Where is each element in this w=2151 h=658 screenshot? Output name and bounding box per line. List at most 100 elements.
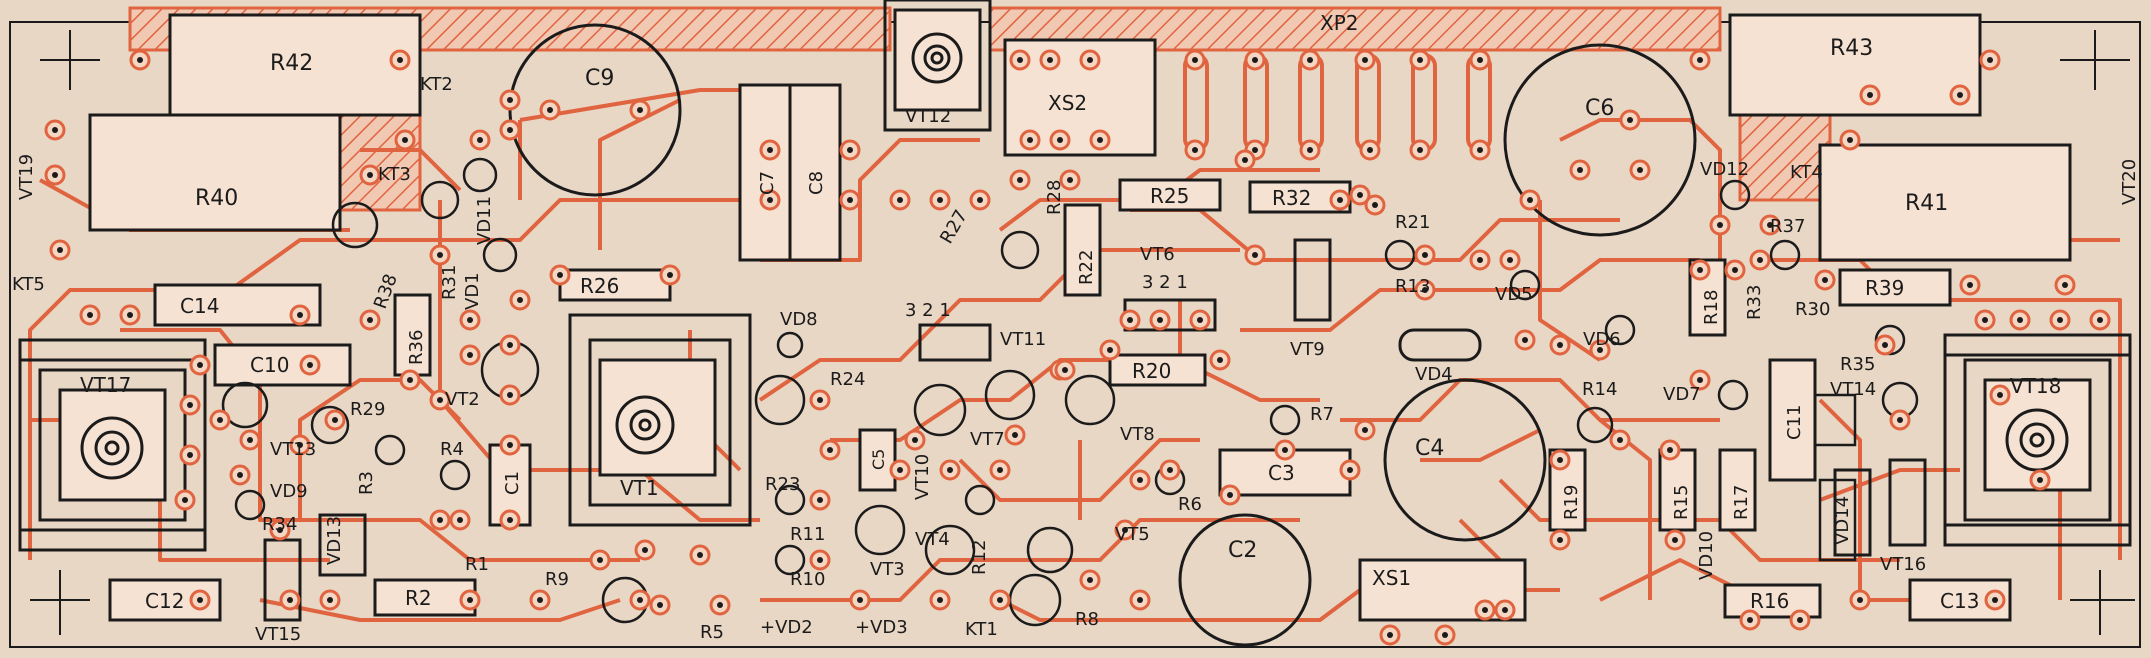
label-r22: R22 xyxy=(1076,250,1097,285)
r43-body xyxy=(1728,13,1982,117)
label-c6: C6 xyxy=(1585,96,1614,121)
label-r35: R35 xyxy=(1840,354,1875,375)
label-r29: R29 xyxy=(350,399,385,420)
label-r26: R26 xyxy=(580,274,619,298)
label-r33: R33 xyxy=(1744,285,1765,320)
label-vd10: VD10 xyxy=(1696,531,1717,580)
label-c11: C11 xyxy=(1784,405,1805,440)
label-vd4: VD4 xyxy=(1415,364,1453,385)
label-r17: R17 xyxy=(1731,485,1752,520)
c2-body xyxy=(1178,513,1312,647)
label-xs1: XS1 xyxy=(1372,566,1411,590)
label-vt18: VT18 xyxy=(2010,374,2061,398)
label-r4: R4 xyxy=(440,439,464,460)
label-vt15: VT15 xyxy=(255,624,301,645)
label-r34: R34 xyxy=(262,514,297,535)
label-r31: R31 xyxy=(439,265,460,300)
label-r12: R12 xyxy=(969,540,990,575)
label-vd6: VD6 xyxy=(1583,329,1621,350)
label-vd13: VD13 xyxy=(324,516,345,565)
label-vd11: VD11 xyxy=(474,196,495,245)
r2-body xyxy=(373,578,477,617)
label-c2: C2 xyxy=(1228,538,1257,563)
label-r18: R18 xyxy=(1701,290,1722,325)
vt12-heatsink xyxy=(883,0,992,132)
label-xs2: XS2 xyxy=(1048,91,1087,115)
label-c14: C14 xyxy=(180,294,219,318)
label-vd9: VD9 xyxy=(270,481,308,502)
label-r1: R1 xyxy=(465,554,489,575)
label-c9: C9 xyxy=(585,66,614,91)
label-r11: R11 xyxy=(790,524,825,545)
label-vd3: +VD3 xyxy=(855,617,908,638)
label-vt17: VT17 xyxy=(80,373,131,397)
label-c12: C12 xyxy=(145,589,184,613)
c4-body xyxy=(1383,378,1547,542)
label-r36: R36 xyxy=(406,330,427,365)
label-vt6: VT6 xyxy=(1140,244,1175,265)
r36-body xyxy=(393,293,432,377)
label-r41: R41 xyxy=(1905,191,1948,216)
label-r6: R6 xyxy=(1178,494,1202,515)
label-vt4: VT4 xyxy=(915,529,950,550)
label-vt7: VT7 xyxy=(970,429,1005,450)
label-kt2: KT2 xyxy=(420,74,453,95)
label-r39: R39 xyxy=(1865,276,1904,300)
label-vd5: VD5 xyxy=(1495,284,1533,305)
r20-body xyxy=(1108,353,1207,387)
label-r37: R37 xyxy=(1770,216,1805,237)
label-vt2: VT2 xyxy=(445,389,480,410)
label-r10: R10 xyxy=(790,569,825,590)
label-c7: C7 xyxy=(757,171,778,195)
label-vt20: VT20 xyxy=(2119,159,2140,205)
label-r20: R20 xyxy=(1132,359,1171,383)
label-vt19: VT19 xyxy=(16,154,37,200)
label-r23: R23 xyxy=(765,474,800,495)
label-r13: R13 xyxy=(1395,276,1430,297)
label-c5: C5 xyxy=(869,449,888,470)
vd4-body xyxy=(1398,328,1482,362)
label-r15: R15 xyxy=(1671,485,1692,520)
label-vd7: VD7 xyxy=(1663,384,1701,405)
label-r27: R27 xyxy=(936,206,972,247)
c6-body xyxy=(1503,43,1697,237)
label-vt8: VT8 xyxy=(1120,424,1155,445)
label-vt9: VT9 xyxy=(1290,339,1325,360)
label-r30: R30 xyxy=(1795,299,1830,320)
label-vd12: VD12 xyxy=(1700,159,1749,180)
label-kt4: KT4 xyxy=(1790,162,1823,183)
c7-body xyxy=(738,83,792,262)
c5-body xyxy=(858,428,897,492)
label-kt1: KT1 xyxy=(965,619,998,640)
component-labels: R42 R43 R40 R41 R26 R25 R32 R22 R20 R39 … xyxy=(80,11,2061,613)
r39-body xyxy=(1838,268,1952,307)
label-vt14: VT14 xyxy=(1830,379,1876,400)
label-vd2: +VD2 xyxy=(760,617,813,638)
label-r19: R19 xyxy=(1561,485,1582,520)
label-c1: C1 xyxy=(502,471,523,495)
label-vd8: VD8 xyxy=(780,309,818,330)
label-vt16: VT16 xyxy=(1880,554,1926,575)
label-r14: R14 xyxy=(1582,379,1617,400)
label-kt3: KT3 xyxy=(378,164,411,185)
r17-body xyxy=(1718,448,1757,532)
label-vt3: VT3 xyxy=(870,559,905,580)
label-vt13: VT13 xyxy=(270,439,316,460)
label-c10: C10 xyxy=(250,353,289,377)
label-r3: R3 xyxy=(356,471,377,495)
xp2-slots xyxy=(1183,53,1492,152)
label-r8: R8 xyxy=(1075,609,1099,630)
label-r9: R9 xyxy=(545,569,569,590)
label-c3: C3 xyxy=(1268,461,1295,485)
label-r43: R43 xyxy=(1830,36,1873,61)
vt1-heatsink xyxy=(568,313,752,527)
solder-pads xyxy=(44,49,2111,646)
label-vt5: VT5 xyxy=(1115,524,1150,545)
r41-body xyxy=(1818,143,2072,262)
label-r5: R5 xyxy=(700,622,724,643)
c8-body xyxy=(788,83,842,262)
label-vt12: VT12 xyxy=(905,106,951,127)
label-r16: R16 xyxy=(1750,589,1789,613)
label-r24: R24 xyxy=(830,369,865,390)
